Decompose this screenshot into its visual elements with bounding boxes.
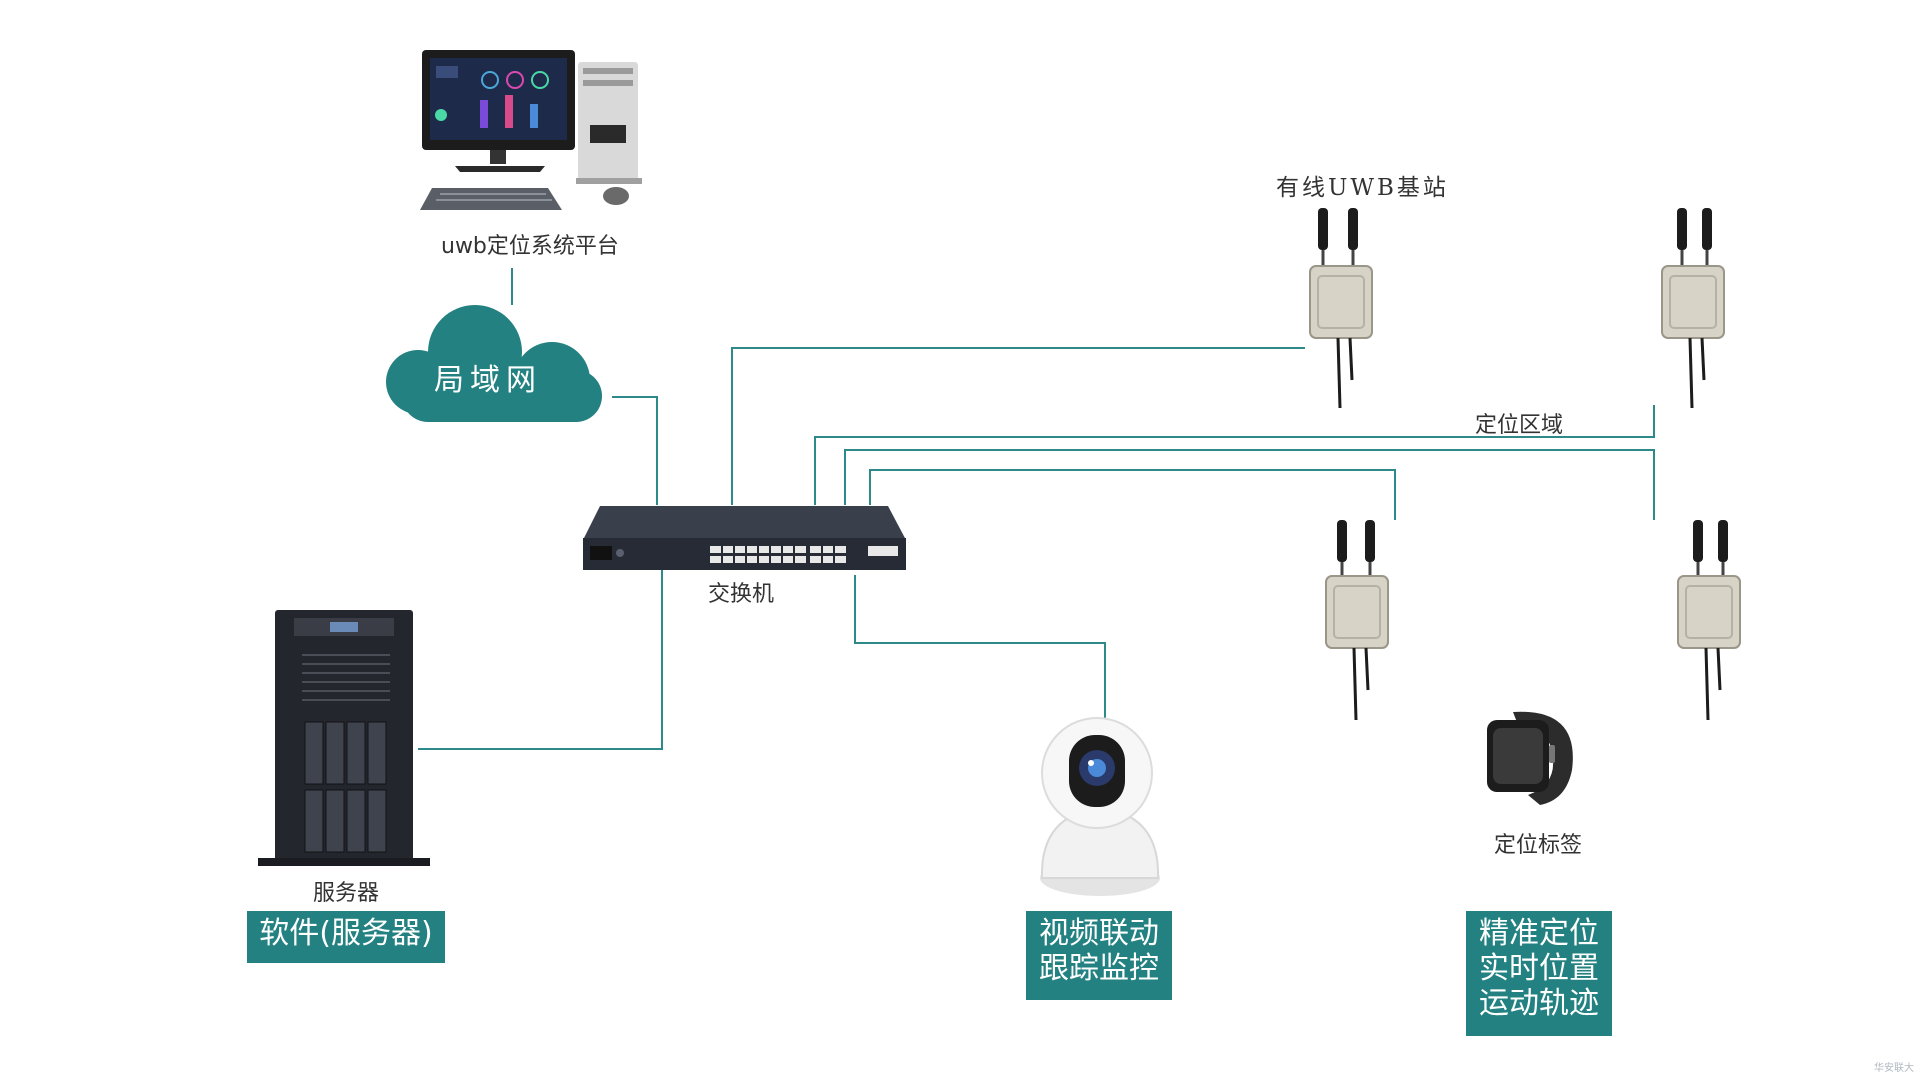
line-cloud-switch: [612, 396, 658, 505]
uwb-base-station-4: [1677, 520, 1741, 721]
platform-label: uwb定位系统平台: [441, 234, 619, 259]
video-box-line-1: 视频联动: [1039, 916, 1159, 951]
positioning-tag-watch-icon: [1487, 711, 1573, 805]
precise-positioning-box: 精准定位 实时位置 运动轨迹: [1466, 911, 1612, 1036]
lan-cloud-icon: [386, 305, 602, 422]
network-switch-icon: [583, 506, 906, 570]
tower-server-icon: [258, 610, 430, 866]
lan-cloud-label: 局域网: [434, 363, 542, 398]
line-switch-station4: [844, 449, 1655, 520]
watermark: 华安联大: [1874, 1063, 1914, 1074]
server-label: 服务器: [313, 881, 380, 906]
ptz-camera-icon: [1040, 717, 1160, 896]
uwb-base-station-2: [1661, 208, 1725, 409]
line-switch-camera: [854, 575, 1106, 720]
positioning-tag-label: 定位标签: [1494, 833, 1583, 858]
base-station-label: 有线UWB基站: [1276, 175, 1449, 201]
line-switch-station2: [814, 405, 1655, 505]
positioning-box-line-2: 实时位置: [1479, 951, 1599, 986]
line-switch-station3: [869, 469, 1396, 520]
software-box-line-1: 软件(服务器): [259, 916, 433, 951]
line-switch-server: [418, 567, 663, 750]
uwb-base-station-1: [1309, 208, 1373, 409]
positioning-box-line-3: 运动轨迹: [1479, 986, 1599, 1021]
positioning-box-line-1: 精准定位: [1479, 916, 1599, 951]
positioning-zone-label: 定位区域: [1475, 413, 1564, 438]
software-server-box: 软件(服务器): [247, 911, 445, 963]
connection-lines: [418, 268, 1655, 750]
desktop-computer-icon: [420, 50, 642, 210]
video-box-line-2: 跟踪监控: [1039, 951, 1159, 986]
switch-label: 交换机: [708, 582, 775, 607]
line-switch-station1: [731, 347, 1305, 505]
uwb-base-station-3: [1325, 520, 1389, 721]
video-tracking-box: 视频联动 跟踪监控: [1026, 911, 1172, 1000]
